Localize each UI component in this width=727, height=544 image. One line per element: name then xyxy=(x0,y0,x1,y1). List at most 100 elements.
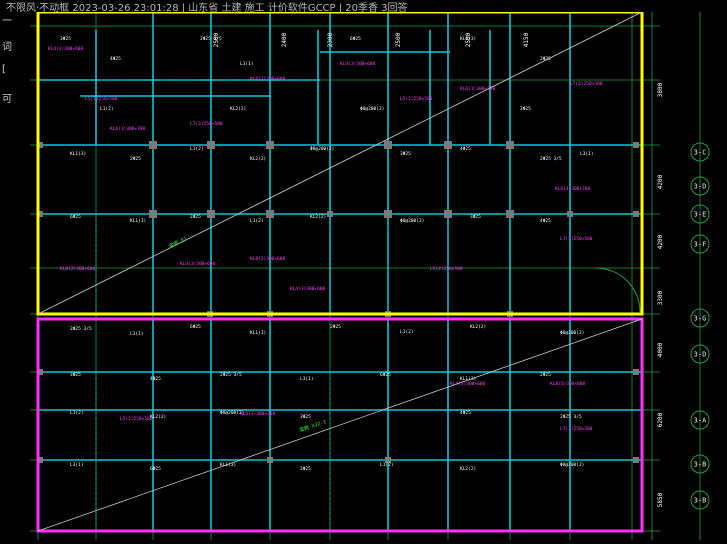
beam-label: 3Φ25 xyxy=(70,372,81,378)
left-toolbar-item[interactable]: 词 xyxy=(2,42,12,53)
beam-label: 6Φ25 xyxy=(70,214,81,220)
beam-network xyxy=(38,12,642,531)
left-toolbar-item[interactable]: [ xyxy=(2,64,6,75)
beam-label: 3Φ25 xyxy=(470,214,481,220)
beam-label-magenta: KL6(1)300×700 xyxy=(240,411,276,417)
beam-label: KL1(3) xyxy=(460,376,476,382)
axis-bubble: 3-D xyxy=(690,176,710,196)
beam-label: Φ8@200(2) xyxy=(400,218,424,224)
beam-label: 2Φ25 xyxy=(190,214,201,220)
axis-label: 3-D xyxy=(694,183,707,191)
diagonal-label-yellow: 梁跨 XJ xyxy=(168,235,188,250)
beam-label: KL1(3) xyxy=(250,330,266,336)
beam-label: L1(2) xyxy=(380,462,394,468)
axis-circle xyxy=(690,308,710,328)
axis-label: 3-G xyxy=(694,315,707,323)
axis-label: 3-D xyxy=(694,351,707,359)
beam-label: Φ8@200(2) xyxy=(560,462,584,468)
dimension-text: 2500 xyxy=(213,32,220,47)
left-toolbar-item[interactable]: 一 xyxy=(2,16,12,27)
dimension-text: 4200 xyxy=(657,174,664,189)
beam-label: 2Φ25 3/5 xyxy=(70,326,92,332)
axis-label: 3-B xyxy=(694,497,707,505)
beam-label: 3Φ25 xyxy=(520,106,531,112)
beam-label: KL1(3) xyxy=(70,151,86,157)
beam-label: 4Φ25 xyxy=(460,410,471,416)
beam-label-magenta: KL4(3)300×600 xyxy=(450,381,486,387)
column xyxy=(506,210,514,218)
beam-label: 6Φ25 xyxy=(150,466,161,472)
diagonal-label-magenta: 梁跨 XJ2-1 xyxy=(298,418,327,434)
column xyxy=(149,141,157,149)
column xyxy=(633,457,639,463)
column xyxy=(266,210,274,218)
beam-label: Φ8@200(2) xyxy=(360,106,384,112)
curved-wall xyxy=(595,267,641,313)
beam-label: Φ8@200(2) xyxy=(220,410,244,416)
beam-label: KL2(2) xyxy=(150,414,166,420)
axis-circle xyxy=(690,410,710,430)
magenta-selection-box[interactable] xyxy=(36,317,644,533)
column xyxy=(506,141,514,149)
dimension-text: 4000 xyxy=(657,342,664,357)
column xyxy=(207,210,215,218)
column xyxy=(37,457,43,463)
beam-label: 4Φ25 xyxy=(110,56,121,62)
axis-circle xyxy=(690,344,710,364)
axis-bubble: 3-B xyxy=(690,454,710,474)
beam-label: KL2(2) xyxy=(250,156,266,162)
beam-label: 2Φ25 xyxy=(130,156,141,162)
beam-label: L3(1) xyxy=(300,376,314,382)
column xyxy=(207,141,215,149)
beam-label-magenta: KL8(2)300×600 xyxy=(550,381,586,387)
column xyxy=(267,457,273,463)
axis-bubble: 3-E xyxy=(690,204,710,224)
dimension-text: 4200 xyxy=(657,234,664,249)
beam-label: KL1(3) xyxy=(130,218,146,224)
column xyxy=(37,211,43,217)
column xyxy=(633,142,639,148)
beam-label: L1(2) xyxy=(400,329,414,335)
beam-label: KL2(2) xyxy=(230,106,246,112)
diagonal-line-magenta xyxy=(37,318,643,532)
beam-label: L1(2) xyxy=(100,106,114,112)
column xyxy=(567,211,573,217)
column xyxy=(37,369,43,375)
dimension-text: 2500 xyxy=(395,32,402,47)
axis-circle xyxy=(690,490,710,510)
beam-label: 2Φ25 xyxy=(540,372,551,378)
axis-circle xyxy=(690,204,710,224)
axis-circle xyxy=(690,454,710,474)
axis-bubble: 3-B xyxy=(690,490,710,510)
column xyxy=(384,210,392,218)
axis-bubble: 3-D xyxy=(690,344,710,364)
beam-label-magenta: KL8(2)300×600 xyxy=(60,266,96,272)
beam-label: 2Φ25 3/5 xyxy=(560,414,582,420)
beam-label: 6Φ25 xyxy=(350,36,361,42)
yellow-selection-box[interactable] xyxy=(36,10,644,316)
right-axis-bubbles: 3-C3-D3-E3-F3-G3-D3-A3-B3-B xyxy=(690,142,710,510)
beam-label-magenta: L7(3)250×500 xyxy=(560,426,593,432)
axis-label: 3-F xyxy=(694,241,707,249)
beam-label: 4Φ25 xyxy=(150,376,161,382)
beam-label: 2Φ25 xyxy=(540,56,551,62)
beam-label: Φ8@200(2) xyxy=(560,330,584,336)
diagonal-line-yellow xyxy=(37,11,643,315)
beam-label: Φ8@200(2) xyxy=(310,146,334,152)
left-toolbar-item[interactable]: 可 xyxy=(2,94,12,105)
beam-label: 2Φ25 3/5 xyxy=(200,36,222,42)
beam-label-magenta: KL4(3)300×600 xyxy=(340,61,376,67)
dimension-text: 2300 xyxy=(327,32,334,47)
beam-label-magenta: KL6(1)300×700 xyxy=(555,186,591,192)
beam-annotations: KL1(3)2Φ25L1(2)KL2(2)Φ8@200(2)3Φ254Φ252Φ… xyxy=(48,36,603,472)
column-set xyxy=(37,141,639,463)
dimension-text: 2400 xyxy=(281,32,288,47)
beam-label: L3(1) xyxy=(130,331,144,337)
axis-circle xyxy=(690,234,710,254)
beam-label: 4Φ25 xyxy=(460,146,471,152)
column xyxy=(266,141,274,149)
column xyxy=(444,141,452,149)
